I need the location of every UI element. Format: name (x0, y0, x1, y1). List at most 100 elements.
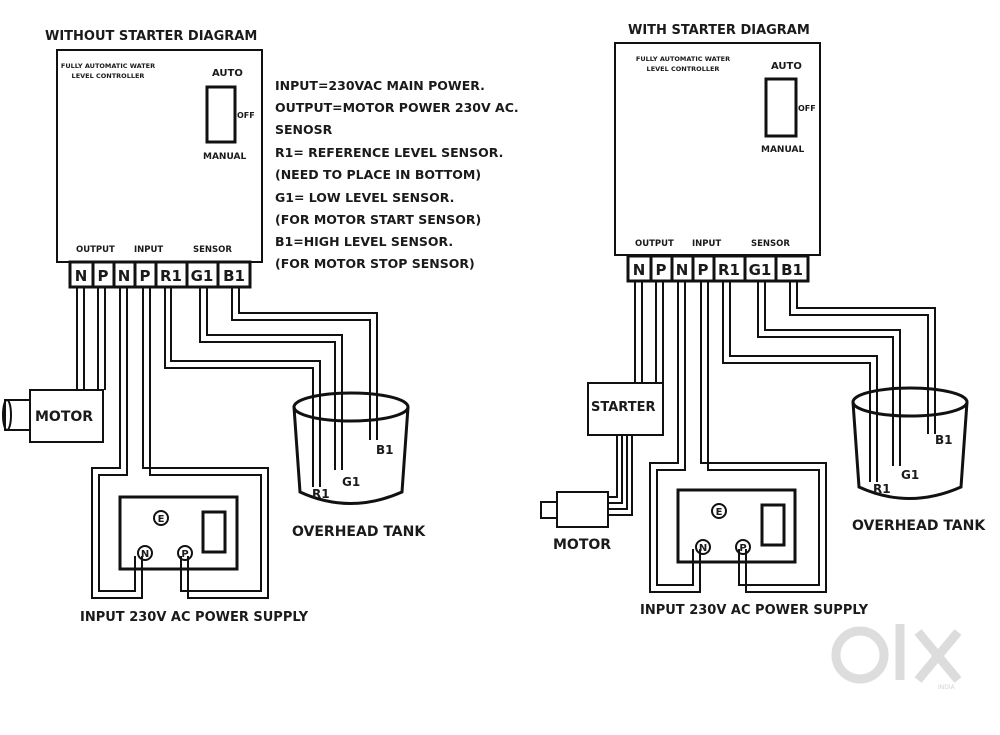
left-terminal-input-p: P (140, 267, 151, 285)
left-socket-switch (201, 510, 227, 554)
right-overhead-tank (851, 386, 969, 500)
right-switch-manual-label: MANUAL (761, 145, 804, 155)
right-input-label: INPUT (692, 239, 721, 249)
left-socket-neutral-pin (137, 545, 153, 561)
left-motor-wires (76, 287, 106, 390)
left-motor-box (29, 389, 104, 443)
left-terminal-b1: B1 (223, 267, 245, 285)
right-motor-label: MOTOR (553, 537, 611, 553)
watermark-o-mark (831, 626, 889, 684)
left-mode-switch (205, 85, 237, 144)
watermark-x-mark (914, 629, 962, 683)
watermark-sub: INDIA (938, 684, 956, 691)
left-terminal-r1: R1 (160, 267, 182, 285)
right-terminal-dividers (649, 256, 778, 281)
left-socket-e: E (158, 514, 165, 525)
starter-label: STARTER (591, 400, 655, 415)
right-starter-wires (634, 281, 664, 383)
right-socket-switch (760, 503, 786, 547)
left-sensor-wires (164, 287, 378, 487)
note-line: (FOR MOTOR STOP SENSOR) (275, 256, 475, 271)
right-terminal-r1: R1 (718, 261, 740, 279)
left-motor-label: MOTOR (35, 409, 93, 425)
right-supply-wires (649, 281, 827, 593)
note-line: (NEED TO PLACE IN BOTTOM) (275, 167, 481, 182)
right-tank-g1: G1 (901, 468, 919, 482)
right-socket-e: E (716, 507, 723, 518)
right-socket-n: N (699, 543, 707, 554)
left-motor-shaft (4, 399, 31, 431)
right-controller-title-2: LEVEL CONTROLLER (647, 65, 720, 73)
left-switch-auto-label: AUTO (212, 68, 243, 79)
left-terminal-output-p: P (98, 267, 109, 285)
right-socket-box (676, 488, 797, 564)
right-socket-neutral-pin (695, 539, 711, 555)
left-switch-off-label: OFF (237, 111, 255, 120)
left-terminal-g1: G1 (191, 267, 214, 285)
note-line: INPUT=230VAC MAIN POWER. (275, 78, 485, 93)
left-tank-caption: OVERHEAD TANK (292, 524, 426, 540)
right-switch-off-label: OFF (798, 104, 816, 113)
right-switch-auto-label: AUTO (771, 61, 802, 72)
olx-watermark: INDIA (831, 624, 962, 691)
note-line: SENOSR (275, 122, 333, 137)
left-output-label: OUTPUT (76, 245, 115, 255)
right-motor-wires (608, 435, 633, 516)
left-input-label: INPUT (134, 245, 163, 255)
right-sensor-wires (722, 281, 936, 482)
note-line: (FOR MOTOR START SENSOR) (275, 212, 481, 227)
left-controller-box (56, 49, 263, 263)
starter-box (587, 382, 664, 436)
right-socket-earth-pin (711, 503, 727, 519)
left-socket-n: N (141, 549, 149, 560)
right-supply-caption: INPUT 230V AC POWER SUPPLY (640, 603, 869, 618)
left-controller-title-2: LEVEL CONTROLLER (72, 72, 145, 80)
right-tank-r1: R1 (873, 482, 891, 496)
right-terminal-b1: B1 (781, 261, 803, 279)
left-supply-caption: INPUT 230V AC POWER SUPPLY (80, 610, 309, 625)
right-terminal-g1: G1 (749, 261, 772, 279)
left-terminal-strip (68, 260, 252, 289)
left-socket-earth-pin (153, 510, 169, 526)
left-overhead-tank (292, 391, 410, 505)
right-output-label: OUTPUT (635, 239, 674, 249)
note-line: B1=HIGH LEVEL SENSOR. (275, 234, 453, 249)
right-tank-b1: B1 (935, 433, 953, 447)
without-starter-diagram: WITHOUT STARTER DIAGRAM FULLY AUTOMATIC … (2, 29, 426, 625)
right-terminal-output-p: P (656, 261, 667, 279)
note-line: R1= REFERENCE LEVEL SENSOR. (275, 145, 503, 160)
left-motor-shaft-end (2, 399, 12, 431)
left-controller-title-1: FULLY AUTOMATIC WATER (61, 62, 155, 70)
left-socket-box (118, 495, 239, 571)
left-tank-b1: B1 (376, 443, 394, 457)
left-terminal-dividers (91, 262, 220, 287)
right-socket-p: P (739, 543, 746, 554)
left-switch-manual-label: MANUAL (203, 152, 246, 162)
note-line: G1= LOW LEVEL SENSOR. (275, 190, 454, 205)
right-terminal-input-p: P (698, 261, 709, 279)
sensor-notes: INPUT=230VAC MAIN POWER. OUTPUT=MOTOR PO… (275, 78, 519, 271)
left-supply-wires (91, 287, 269, 599)
right-title: WITH STARTER DIAGRAM (628, 23, 810, 38)
right-tank-caption: OVERHEAD TANK (852, 518, 986, 534)
left-tank-g1: G1 (342, 475, 360, 489)
right-terminal-strip (626, 254, 810, 283)
with-starter-diagram: WITH STARTER DIAGRAM FULLY AUTOMATIC WAT… (540, 23, 986, 618)
right-sensor-label: SENSOR (751, 239, 790, 249)
right-motor-shaft (540, 501, 558, 519)
right-mode-switch (764, 77, 798, 138)
right-terminal-input-n: N (676, 261, 689, 279)
left-terminal-output-n: N (75, 267, 88, 285)
left-socket-phase-pin (177, 545, 193, 561)
right-terminal-output-n: N (633, 261, 646, 279)
left-terminal-input-n: N (118, 267, 131, 285)
right-controller-title-1: FULLY AUTOMATIC WATER (636, 55, 730, 63)
left-socket-p: P (181, 549, 188, 560)
left-sensor-label: SENSOR (193, 245, 232, 255)
left-tank-r1: R1 (312, 487, 330, 501)
left-title: WITHOUT STARTER DIAGRAM (45, 29, 257, 44)
note-line: OUTPUT=MOTOR POWER 230V AC. (275, 100, 519, 115)
right-socket-phase-pin (735, 539, 751, 555)
right-motor-box (556, 491, 609, 528)
